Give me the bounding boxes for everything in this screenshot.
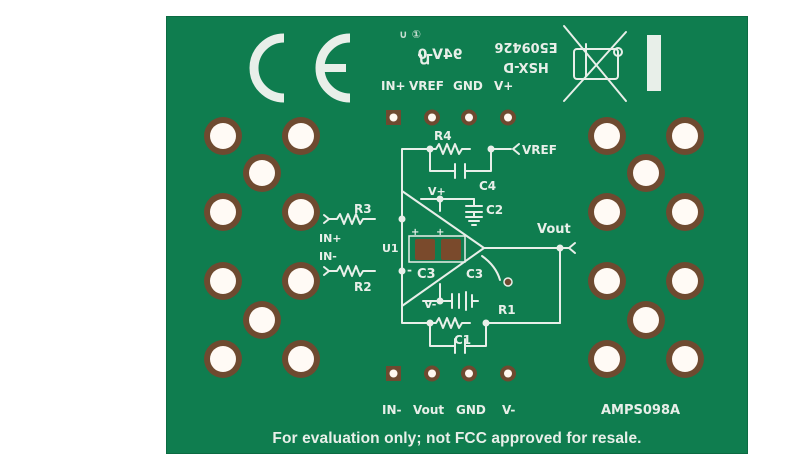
svg-text:VREF: VREF (522, 143, 557, 157)
u1-amplifier-pads (408, 235, 466, 263)
smd-pad[interactable] (588, 340, 626, 378)
svg-text:R3: R3 (354, 202, 372, 216)
svg-text:GND: GND (453, 79, 483, 93)
svg-text:GND: GND (456, 403, 486, 417)
smd-pad[interactable] (204, 340, 242, 378)
svg-text:V+: V+ (428, 185, 446, 198)
smd-pad[interactable] (666, 262, 704, 300)
bottom-header-labels: IN- Vout GND V- (382, 403, 515, 417)
crossed-out-wheelie-bin-icon (563, 25, 627, 102)
smd-pad[interactable] (666, 117, 704, 155)
svg-text:HSX-D: HSX-D (503, 59, 549, 74)
svg-text:V-: V- (424, 298, 436, 311)
svg-text:+: + (411, 227, 419, 238)
svg-text:U1: U1 (382, 242, 399, 255)
smd-pad[interactable] (282, 117, 320, 155)
silkscreen-bar (647, 35, 661, 91)
svg-text:ꭒ: ꭒ (418, 48, 430, 69)
smd-pad[interactable] (204, 117, 242, 155)
smd-pad[interactable] (243, 154, 281, 192)
smd-pad[interactable] (204, 193, 242, 231)
smd-pad[interactable] (204, 262, 242, 300)
svg-text:V-: V- (502, 403, 515, 417)
smd-pad[interactable] (666, 193, 704, 231)
smd-pad[interactable] (666, 340, 704, 378)
svg-text:R1: R1 (498, 303, 516, 317)
svg-text:Vout: Vout (537, 222, 571, 237)
smd-pad[interactable] (282, 340, 320, 378)
smd-pad[interactable] (282, 262, 320, 300)
disclaimer-text: For evaluation only; not FCC approved fo… (272, 430, 642, 447)
svg-text:E509426: E509426 (494, 39, 557, 54)
smd-pad[interactable] (588, 193, 626, 231)
svg-text:C2: C2 (486, 203, 503, 217)
smd-pad[interactable] (243, 301, 281, 339)
svg-text:V+: V+ (494, 79, 513, 93)
svg-text:VREF: VREF (409, 79, 444, 93)
right-mounting-pads (588, 117, 704, 378)
ul-marking: ∪ ① 94V-0 E509426 HSX-D ꭒ (399, 28, 558, 74)
svg-text:IN+: IN+ (319, 232, 342, 245)
svg-text:∪ ①: ∪ ① (399, 28, 421, 41)
smd-pad[interactable] (588, 262, 626, 300)
top-header (386, 109, 516, 126)
svg-text:IN+: IN+ (381, 79, 406, 93)
smd-pad[interactable] (627, 301, 665, 339)
svg-text:R2: R2 (354, 280, 372, 294)
svg-text:Vout: Vout (413, 403, 444, 417)
u1-pad-right[interactable] (441, 239, 461, 260)
svg-text:-: - (407, 263, 412, 277)
amplifier-schematic (323, 143, 576, 354)
svg-text:C3: C3 (466, 267, 483, 281)
svg-text:94V-0: 94V-0 (417, 47, 462, 63)
svg-text:C3: C3 (417, 267, 436, 282)
ce-mark-icon (249, 33, 351, 103)
bottom-header (386, 365, 516, 382)
svg-text:IN-: IN- (382, 403, 402, 417)
smd-pad[interactable] (282, 193, 320, 231)
u1-pad-left[interactable] (415, 239, 435, 260)
svg-text:C1: C1 (454, 333, 471, 347)
smd-pad[interactable] (588, 117, 626, 155)
smd-pad[interactable] (627, 154, 665, 192)
svg-text:R4: R4 (434, 129, 452, 143)
schematic-labels: R4 VREF C4 V+ C2 R3 IN+ IN- U1 R2 Vout +… (319, 129, 571, 347)
left-mounting-pads (204, 117, 320, 378)
pcb-board: ∪ ① 94V-0 E509426 HSX-D ꭒ IN+ VREF GND V… (166, 16, 748, 454)
part-number: AMPS098A (601, 403, 680, 418)
svg-text:IN-: IN- (319, 250, 337, 263)
svg-text:C4: C4 (479, 179, 496, 193)
top-header-labels: IN+ VREF GND V+ (381, 79, 513, 93)
svg-text:+: + (436, 227, 444, 238)
